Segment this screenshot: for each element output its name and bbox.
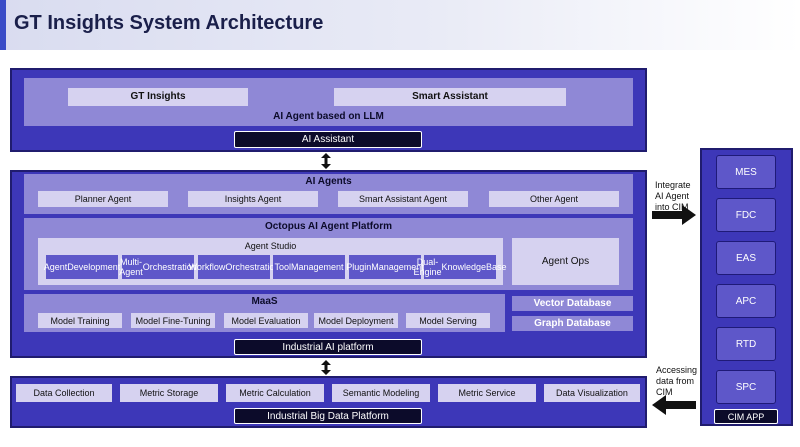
cim-item: EAS <box>716 241 776 275</box>
studio-item-line2: Orchestration <box>142 262 197 272</box>
bigdata-label: Industrial Big Data Platform <box>234 408 422 424</box>
smart-assistant-box: Smart Assistant <box>334 88 566 106</box>
studio-item-line1: Agent <box>43 262 68 272</box>
studio-item-line1: Plugin <box>346 262 372 272</box>
graph-database-box: Graph Database <box>512 316 633 331</box>
cim-item: MES <box>716 155 776 189</box>
gt-insights-box: GT Insights <box>68 88 248 106</box>
cim-app-label: CIM APP <box>714 409 778 424</box>
studio-item-line2: Development <box>67 262 121 272</box>
cim-item: APC <box>716 284 776 318</box>
studio-item-line1: Multi-Agent <box>119 257 143 277</box>
agent-ops-box: Agent Ops <box>512 238 619 285</box>
studio-item-line2: Orchestration <box>225 262 280 272</box>
title-bar <box>0 0 800 50</box>
bigdata-item: Metric Storage <box>120 384 218 402</box>
bigdata-item: Metric Calculation <box>226 384 324 402</box>
agent-box: Planner Agent <box>38 191 168 207</box>
left-arrow-icon <box>652 395 696 415</box>
maas-item: Model Fine-Tuning <box>131 313 215 328</box>
agent-box: Smart Assistant Agent <box>338 191 468 207</box>
integrate-note-line: into CIM <box>655 202 689 212</box>
studio-item-line1: Dual-Engine <box>413 257 442 277</box>
bigdata-item: Semantic Modeling <box>332 384 430 402</box>
llm-label: AI Agent based on LLM <box>273 110 384 122</box>
studio-item-line2: Management <box>290 262 344 272</box>
studio-item-line1: Tool <box>274 262 291 272</box>
octopus-header: Octopus AI Agent Platform <box>264 220 393 232</box>
access-note-line: CIM <box>656 387 673 397</box>
studio-item-line1: Workflow <box>188 262 226 272</box>
title-accent <box>0 0 6 50</box>
page-title: GT Insights System Architecture <box>14 12 324 34</box>
integrate-note: Integrate AI Agent into CIM <box>655 180 700 213</box>
integrate-note-line: AI Agent <box>655 191 690 201</box>
studio-item-line2: Management <box>371 262 424 272</box>
double-arrow-icon <box>320 153 332 169</box>
maas-header: MaaS <box>251 296 278 307</box>
industrial-ai-label: Industrial AI platform <box>234 339 422 355</box>
ai-assistant-label: AI Assistant <box>234 131 422 148</box>
access-note: Accessing data from CIM <box>656 365 701 398</box>
maas-item: Model Deployment <box>314 313 398 328</box>
agent-box: Other Agent <box>489 191 619 207</box>
maas-item: Model Evaluation <box>224 313 308 328</box>
cim-item: FDC <box>716 198 776 232</box>
studio-item-line2: KnowledgeBase <box>441 262 507 272</box>
vector-database-box: Vector Database <box>512 296 633 311</box>
integrate-note-line: Integrate <box>655 180 691 190</box>
ai-agents-header: AI Agents <box>305 176 352 187</box>
bigdata-item: Data Visualization <box>544 384 640 402</box>
bigdata-item: Data Collection <box>16 384 112 402</box>
cim-item: RTD <box>716 327 776 361</box>
bigdata-item: Metric Service <box>438 384 536 402</box>
agent-studio-label: Agent Studio <box>244 241 297 251</box>
maas-item: Model Training <box>38 313 122 328</box>
double-arrow-icon <box>320 360 332 375</box>
access-note-line: Accessing <box>656 365 698 375</box>
right-arrow-icon <box>652 205 696 225</box>
access-note-line: data from <box>656 376 695 386</box>
maas-item: Model Serving <box>406 313 490 328</box>
cim-item: SPC <box>716 370 776 404</box>
agent-box: Insights Agent <box>188 191 318 207</box>
